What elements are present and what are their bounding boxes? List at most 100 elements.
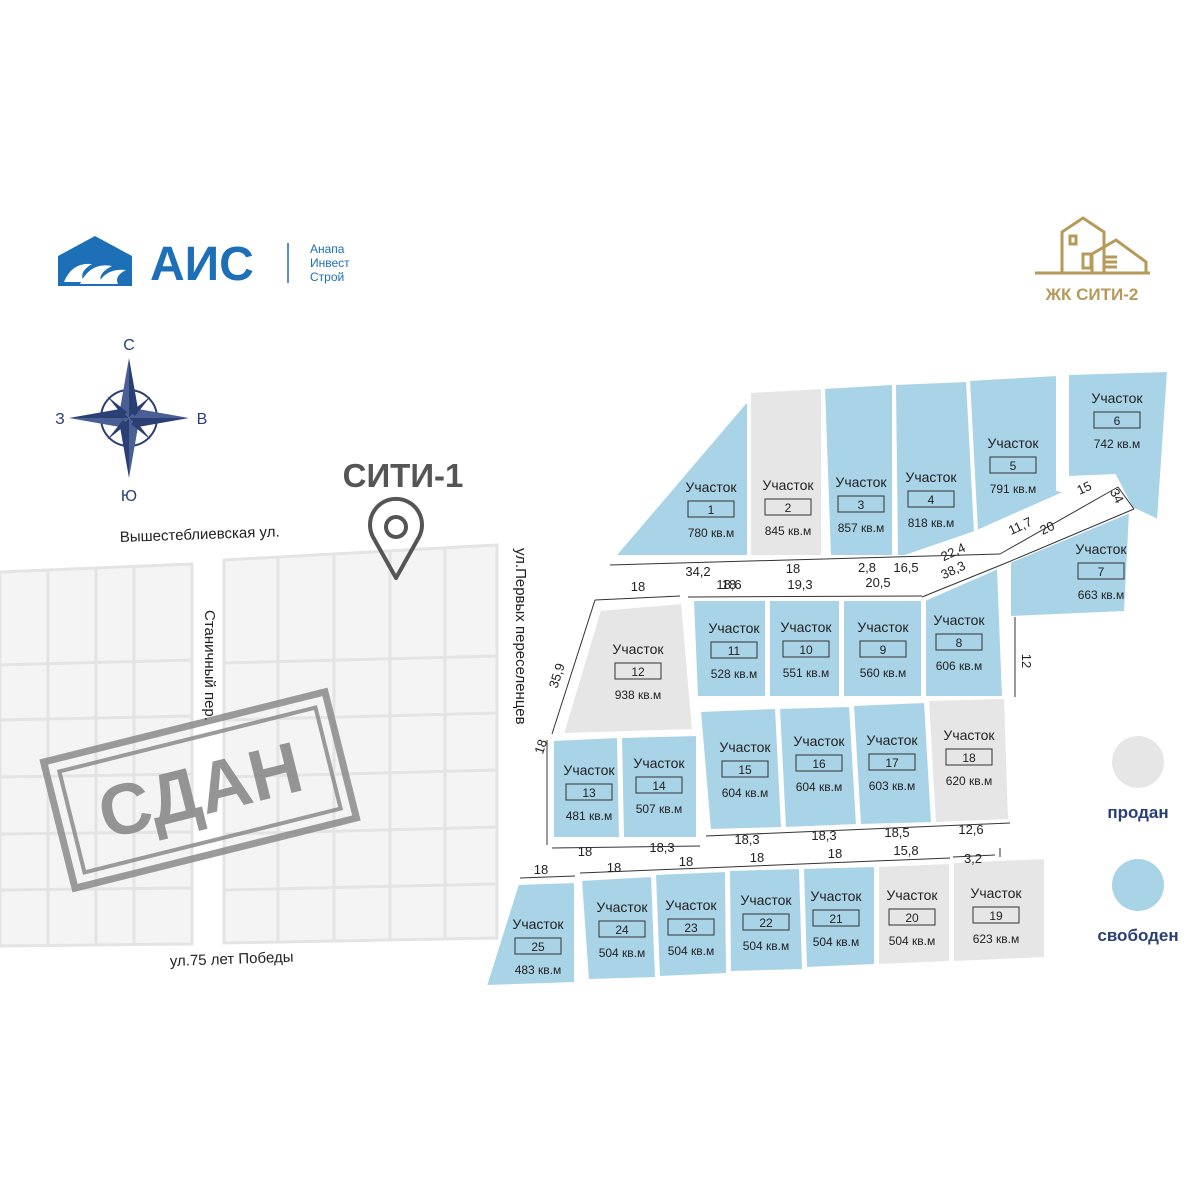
- plot-5[interactable]: [967, 373, 1069, 533]
- plot-19[interactable]: [952, 856, 1046, 964]
- plot-22[interactable]: [727, 866, 805, 974]
- plot-area: 604 кв.м: [722, 786, 769, 800]
- plot-number: 24: [615, 923, 629, 937]
- plot-word: Участок: [563, 762, 615, 778]
- plot-7[interactable]: [1009, 510, 1132, 619]
- plot-2[interactable]: [749, 386, 823, 557]
- plot-word: Участок: [762, 477, 814, 493]
- dimension-label: 18,6: [716, 577, 741, 592]
- plot-number-box: [935, 633, 983, 651]
- brand-tagline-2: Инвест: [310, 256, 350, 270]
- city1-label: СИТИ-1: [343, 457, 464, 494]
- plot-6[interactable]: [1067, 369, 1170, 522]
- city1-blocks: [0, 543, 499, 948]
- plot-word: Участок: [970, 885, 1022, 901]
- plot-25[interactable]: [484, 880, 576, 988]
- plot-14[interactable]: [619, 733, 698, 839]
- plot-area: 551 кв.м: [783, 666, 830, 680]
- plot-3[interactable]: [822, 382, 894, 557]
- dimension-label: 16,5: [893, 560, 918, 575]
- plot-21[interactable]: [801, 864, 876, 970]
- plot-word: Участок: [857, 619, 909, 635]
- plot-number: 12: [631, 665, 645, 679]
- plot-number-box: [1093, 411, 1141, 429]
- plot-word: Участок: [719, 739, 771, 755]
- dimension-label: 18: [534, 862, 548, 877]
- plot-area: 938 кв.м: [615, 688, 662, 702]
- plot-8[interactable]: [924, 566, 1005, 698]
- compass-west: З: [55, 411, 65, 428]
- plot-9[interactable]: [842, 599, 923, 698]
- dimension-label: 18,3: [734, 832, 759, 847]
- plot-word: Участок: [866, 732, 918, 748]
- compass-south: Ю: [121, 488, 137, 505]
- plot-15[interactable]: [698, 706, 784, 832]
- plot-12[interactable]: [561, 601, 695, 736]
- plot-word: Участок: [793, 733, 845, 749]
- street-lane-label: Станичный пер.: [201, 610, 218, 721]
- plot-number-box: [635, 776, 683, 794]
- project-logo: ЖК СИТИ-2: [1035, 216, 1150, 304]
- dimension-label: 18: [631, 579, 645, 594]
- plot-number-box: [514, 937, 562, 955]
- plot-word: Участок: [708, 620, 760, 636]
- plot-area: 560 кв.м: [860, 666, 907, 680]
- dimension-label: 18: [531, 737, 550, 755]
- brand-house-icon: [58, 236, 132, 286]
- dimension-label: 18: [607, 860, 621, 875]
- project-name: ЖК СИТИ-2: [1045, 285, 1139, 304]
- plot-10[interactable]: [768, 599, 841, 698]
- plot-4[interactable]: [893, 379, 977, 557]
- dimension-label: 18,5: [884, 825, 909, 840]
- plot-23[interactable]: [653, 869, 729, 979]
- plot-13[interactable]: [552, 735, 622, 839]
- plot-number-box: [710, 641, 758, 659]
- compass-east: В: [197, 411, 208, 428]
- plot-number: 18: [962, 751, 976, 765]
- plot-word: Участок: [685, 479, 737, 495]
- plot-number: 11: [728, 644, 741, 658]
- dimension-label: 18: [786, 561, 800, 576]
- dimension-label: 11,7: [1006, 514, 1034, 538]
- plot-number: 13: [582, 786, 596, 800]
- plot-17[interactable]: [851, 700, 934, 827]
- plot-number-box: [837, 495, 885, 513]
- plot-area: 791 кв.м: [990, 482, 1037, 496]
- plot-11[interactable]: [691, 599, 767, 698]
- dimension-label: 18,3: [811, 828, 836, 843]
- plot-24[interactable]: [579, 874, 658, 982]
- plot-word: Участок: [596, 899, 648, 915]
- plot-16[interactable]: [777, 704, 859, 830]
- plot-word: Участок: [780, 619, 832, 635]
- legend: продан свободен: [1097, 736, 1179, 945]
- plot-area: 606 кв.м: [936, 659, 983, 673]
- brand-logo: АИС Анапа Инвест Строй: [58, 236, 350, 291]
- dimension-label: 18: [679, 854, 693, 869]
- dimension-label: 20,5: [865, 575, 890, 590]
- plot-word: Участок: [810, 888, 862, 904]
- legend-free-label: свободен: [1097, 926, 1178, 945]
- dimension-label: 20: [1037, 518, 1056, 538]
- plot-number-box: [1077, 562, 1125, 580]
- plot-number: 6: [1114, 414, 1121, 428]
- plot-20[interactable]: [877, 861, 951, 967]
- plot-number: 20: [905, 911, 919, 925]
- plot-number-box: [888, 908, 936, 926]
- plot-18[interactable]: [926, 696, 1011, 825]
- street-main-label: ул.Первых переселенцев: [512, 548, 529, 725]
- legend-free-swatch: [1112, 859, 1164, 911]
- dimension-label: 15,8: [893, 843, 918, 858]
- plot-number-box: [972, 906, 1020, 924]
- compass-rose-icon: [69, 358, 189, 478]
